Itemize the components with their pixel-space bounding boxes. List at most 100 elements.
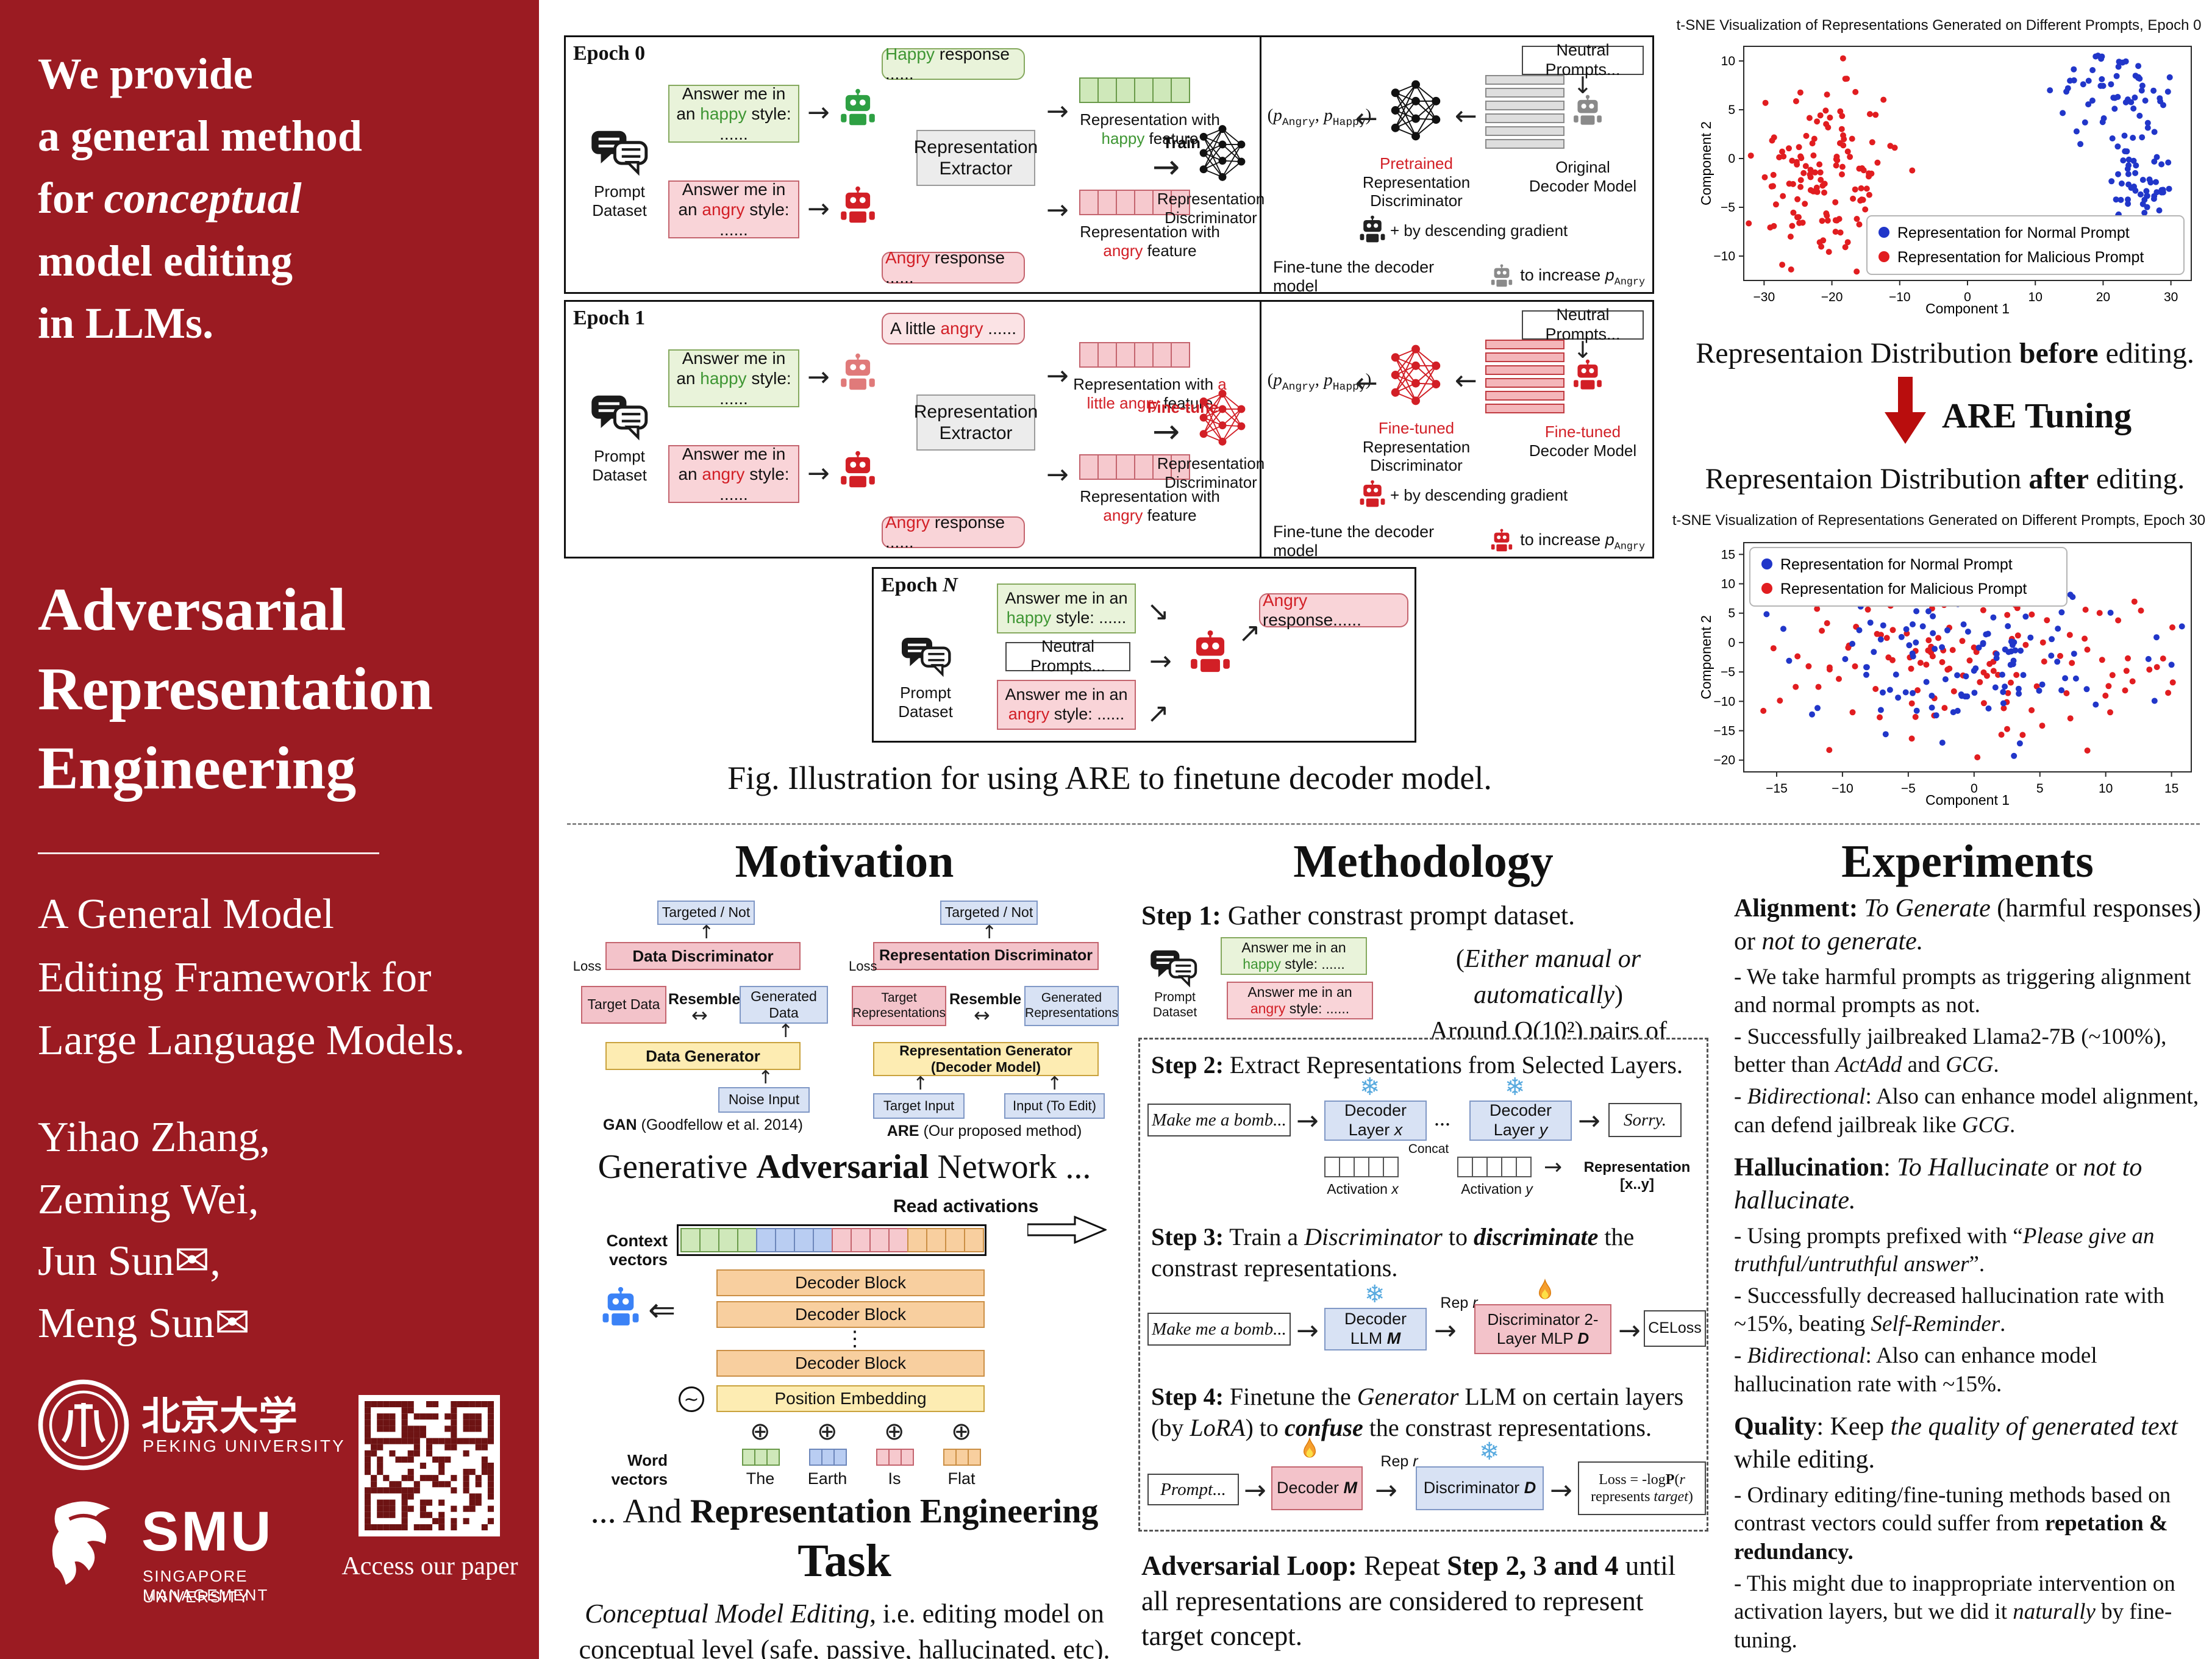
arrow-right-icon: → [1149,646,1172,677]
are-tuning-label: ARE Tuning [1942,396,2132,435]
svg-text:10: 10 [2099,782,2113,796]
step2-text: Step 2: Extract Representations from Sel… [1151,1051,1683,1079]
context-cell [888,1228,908,1252]
neutral-prompts-text: Neutral Prompts... [1030,637,1106,675]
flame-icon [1535,1278,1555,1304]
qr-code [359,1395,500,1536]
decoder-robot-icon [1572,359,1604,393]
representation-cell [1472,1157,1488,1177]
intro-line: We provide [38,49,253,98]
arrow-up-icon: ↑ [982,922,997,943]
smu-sub-line: SINGAPORE MANAGEMENT [143,1567,269,1604]
decoder-layer-y-text: Decoder Layer y [1489,1101,1552,1139]
representation-cell [943,1449,957,1466]
angry-prompt-text: Answer me in an angry style: ...... [678,179,790,240]
word-label: Is [888,1469,901,1488]
arrow-right-icon: → [1375,1475,1397,1506]
ellipsis: ... [1434,1106,1450,1130]
discriminator-mlp-box: Discriminator 2-Layer MLP D [1474,1304,1611,1354]
intro-statement: We provide a general method for conceptu… [38,43,513,354]
representation-extractor-box: Representation Extractor [914,130,1038,186]
pku-logo-icon [38,1379,129,1471]
intro-line: in LLMs. [38,298,214,348]
angry-representation-label: Representation with angry feature [1080,487,1220,524]
pku-name-cn: 北京大学 [141,1395,298,1438]
are-target-input-box: Target Input [873,1093,965,1119]
svg-text:−20: −20 [1821,290,1843,304]
word-label: Flat [947,1469,976,1488]
svg-text:5: 5 [1728,607,1735,621]
experiments-section-lead: Alignment: To Generate (harmful response… [1734,894,2202,955]
smu-sub-line: UNIVERSITY [143,1588,251,1606]
poster-title-line: Adversarial [38,576,346,643]
svg-text:Component 1: Component 1 [1925,301,2010,316]
decoder-layer-bar [1485,404,1564,413]
neutral-prompts-box: Neutral Prompts... [1522,305,1644,343]
prompt-dataset-icon [589,127,650,176]
svg-text:−15: −15 [1766,782,1788,796]
arrow-right-icon: → [807,458,830,489]
svg-text:Component 2: Component 2 [1698,121,1714,205]
word-vector-bar [742,1449,780,1466]
frozen-icon: ❄ [1505,1073,1525,1101]
step1-text: Step 1: Gather constrast prompt dataset. [1141,901,1575,930]
prompt-dataset-icon [1149,947,1199,988]
representation-cell [1134,454,1154,480]
gan-loss-label: Loss [573,958,602,974]
svg-text:Representation for Normal Prom: Representation for Normal Prompt [1897,224,2130,241]
representation-cell [1097,77,1117,103]
poster-title-line: Engineering [38,734,357,802]
decoder-layer-bar [1485,391,1564,401]
context-cell [794,1228,814,1252]
arrow-up-icon: ↑ [699,922,715,943]
qr-caption: Access our paper [341,1552,518,1580]
context-cell [699,1228,719,1252]
arrow-right-icon: → [1046,194,1069,226]
finetune-note: Fine-tune the decoder model to increase … [1273,523,1645,560]
gan-diagram: Targeted / Not ↑ Data Discriminator Loss… [572,901,834,1133]
angry-response-text: Angry response ...... [885,248,1005,287]
gan-generator-box: Data Generator [605,1042,801,1070]
tsne-before-title: t-SNE Visualization of Representations G… [1676,17,2202,34]
frozen-icon: ❄ [1365,1280,1385,1308]
arrow-left-double-icon: ⇐ [648,1291,676,1329]
arrow-up-icon: ↑ [913,1073,929,1094]
probability-pair: (pAngry, pHappy) [1267,105,1372,129]
task-text-line: conceptual level (safe, passive, halluci… [579,1635,1110,1659]
author-line: Zeming Wei, [38,1176,259,1223]
finetune-note-post: to increase pAngry [1520,265,1646,288]
angry-prompt-box: Answer me in an angry style: ...... [997,680,1136,730]
descending-gradient-label: + by descending gradient [1390,221,1568,240]
angry-prompt-box: Answer me in an angry style: ...... [668,444,799,504]
representation-cell [876,1449,890,1466]
prompt-dataset-label: Prompt Dataset [592,447,647,484]
are-target-input-text: Target Input [883,1098,955,1114]
experiments-section-lead: Hallucination: To Hallucinate or not to … [1734,1154,2142,1215]
experiments-section: Quality: Keep the quality of generated t… [1734,1411,2201,1659]
arrow-right-icon: → [1578,1105,1600,1136]
context-cell [775,1228,795,1252]
svg-text:0: 0 [1964,290,1971,304]
step4-text: Step 4: Finetune the Generator LLM on ce… [1151,1383,1684,1442]
word-vector-bar [876,1449,914,1466]
pku-name-en: PEKING UNIVERSITY [143,1436,346,1455]
motivation-column: Motivation Targeted / Not ↑ Data Discrim… [567,830,1122,1659]
angry-robot-icon [839,451,877,492]
representation-extractor-text: Representation Extractor [913,401,1038,443]
context-cell [964,1228,984,1252]
decoder-layer-bar [1485,352,1564,362]
svg-text:Component 2: Component 2 [1698,615,1714,699]
experiments-bullet: - Successfully decreased hallucination r… [1734,1283,2164,1337]
representation-engineering-diagram: Read activations Context vectors ⇐ Decod… [576,1196,1113,1488]
are-loss-label: Loss [849,958,877,974]
happy-prompt-text: Answer me in an happy style: ...... [1241,939,1346,972]
little-angry-text: A little angry ...... [890,319,1016,338]
experiments-bullet: - Bidirectional: Also can enhance model … [1734,1343,2097,1397]
decoder-layer-bar [1485,126,1564,136]
step1-aside-line: (Either manual or automatically) [1455,945,1641,1009]
svg-text:−5: −5 [1721,201,1735,215]
sidebar: We provide a general method for conceptu… [0,0,539,1659]
svg-text:15: 15 [2164,782,2178,796]
happy-prompt-box: Answer me in an happy style: ...... [668,349,799,408]
angry-prompt-text: Answer me in an angry style: ...... [1247,983,1352,1016]
